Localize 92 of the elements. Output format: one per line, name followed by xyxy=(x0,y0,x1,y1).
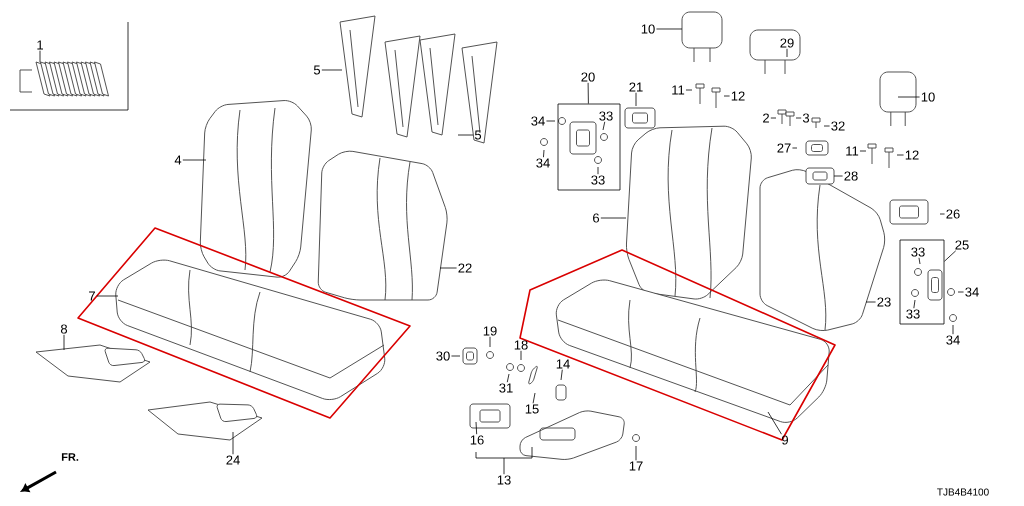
callout-number: 34 xyxy=(965,287,979,297)
callout-number: 25 xyxy=(955,240,969,250)
callout-number: 3 xyxy=(802,113,810,123)
leader-line xyxy=(457,134,474,136)
leader-line xyxy=(232,431,234,455)
callout-number: 24 xyxy=(226,455,240,465)
leader-line xyxy=(685,89,693,91)
leader-line xyxy=(913,299,916,309)
callout-number: 34 xyxy=(536,158,550,168)
callout-number: 14 xyxy=(556,359,570,369)
group-box xyxy=(557,103,621,191)
callout-number: 11 xyxy=(672,85,685,95)
leader-line xyxy=(939,213,945,215)
leader-line xyxy=(865,301,876,303)
leader-line xyxy=(896,154,904,156)
callout-number: 27 xyxy=(777,143,791,153)
callout-number: 2 xyxy=(763,113,769,123)
leader-line xyxy=(602,121,606,131)
leader-line xyxy=(182,159,207,161)
callout-number: 34 xyxy=(946,335,960,345)
leader-line xyxy=(957,291,964,293)
callout-number: 33 xyxy=(911,247,925,257)
leader-line xyxy=(475,421,478,435)
callout-number: 19 xyxy=(483,326,497,336)
callout-number: 28 xyxy=(844,171,858,181)
callout-number: 13 xyxy=(497,475,511,485)
callout-number: 33 xyxy=(906,309,920,319)
callout-number: 12 xyxy=(731,91,745,101)
leader-line xyxy=(321,69,343,71)
callout-number: 5 xyxy=(474,130,482,140)
leader-line xyxy=(439,267,457,269)
leader-line xyxy=(506,373,510,383)
callout-number: 30 xyxy=(436,351,450,361)
callout-number: 5 xyxy=(313,65,321,75)
leader-line xyxy=(723,95,730,97)
callout-number: 23 xyxy=(877,297,891,307)
callout-number: 32 xyxy=(831,121,845,131)
leader-line xyxy=(532,392,536,404)
callout-number: 11 xyxy=(846,146,859,156)
callout-number: 1 xyxy=(37,40,43,50)
leader-line xyxy=(600,217,627,219)
drawing-code: TJB4B4100 xyxy=(937,488,989,496)
direction-label: FR. xyxy=(61,453,79,461)
leader-line xyxy=(451,355,461,357)
callout-number: 29 xyxy=(780,38,794,48)
leader-line xyxy=(635,445,637,461)
leader-line xyxy=(792,147,798,149)
leader-line xyxy=(656,28,683,30)
leader-line xyxy=(767,411,782,435)
leader-line xyxy=(63,334,65,351)
callout-number: 26 xyxy=(946,209,960,219)
leader-line xyxy=(597,166,599,175)
leader-line xyxy=(944,250,957,262)
leader-line xyxy=(503,457,505,475)
leader-line xyxy=(560,369,563,381)
leader-line xyxy=(543,149,545,158)
leader-line xyxy=(952,324,954,335)
callout-number: 34 xyxy=(531,116,545,126)
callout-number: 31 xyxy=(499,383,513,393)
callout-number: 16 xyxy=(470,435,484,445)
callout-number: 4 xyxy=(174,155,182,165)
leader-line xyxy=(859,150,867,152)
callout-number: 22 xyxy=(458,263,472,273)
callout-number: 12 xyxy=(905,150,919,160)
callout-number: 7 xyxy=(89,291,95,301)
callout-number: 20 xyxy=(581,72,595,82)
leader-line xyxy=(786,48,788,58)
leader-line xyxy=(918,257,921,265)
leader-line xyxy=(39,50,41,63)
leader-line xyxy=(795,117,802,119)
leader-line xyxy=(770,117,777,119)
leader-line xyxy=(96,295,119,297)
leader-line xyxy=(833,175,843,177)
leader-line xyxy=(635,92,637,107)
callout-number: 10 xyxy=(641,24,655,34)
callout-number: 21 xyxy=(629,82,643,92)
leader-line xyxy=(520,350,522,361)
leader-line xyxy=(489,336,491,348)
callout-number: 33 xyxy=(599,111,613,121)
callout-number: 10 xyxy=(921,92,935,102)
group-box xyxy=(899,239,945,325)
callout-number: 18 xyxy=(514,340,528,350)
callout-number: 33 xyxy=(591,175,605,185)
leader-line xyxy=(546,120,556,122)
leader-line xyxy=(823,125,830,127)
callout-number: 6 xyxy=(593,213,600,223)
callout-number: 9 xyxy=(782,435,788,445)
callout-number: 8 xyxy=(60,324,68,334)
leader-line xyxy=(587,82,589,104)
callout-number: 15 xyxy=(525,404,539,414)
leader-line xyxy=(897,96,920,98)
callout-number: 17 xyxy=(629,461,643,471)
